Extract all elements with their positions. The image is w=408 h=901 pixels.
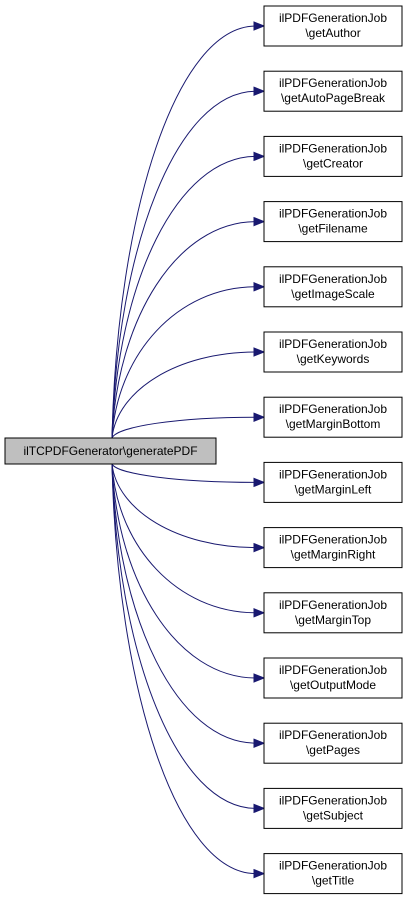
call-edge xyxy=(111,25,257,439)
arrowhead-icon xyxy=(253,347,266,357)
call-edge xyxy=(111,221,257,439)
arrowhead-icon xyxy=(253,868,266,879)
call-edge xyxy=(111,155,257,439)
arrowhead-icon xyxy=(253,673,266,683)
nodes: ilTCPDFGenerator\generatePDF ilPDFGenera… xyxy=(4,5,403,895)
target-node[interactable]: ilPDFGenerationJob\getImageScale xyxy=(263,266,403,308)
arrowhead-icon xyxy=(253,21,266,31)
target-node-class: ilPDFGenerationJob xyxy=(279,793,387,807)
target-node[interactable]: ilPDFGenerationJob\getCreator xyxy=(263,135,403,177)
target-node[interactable]: ilPDFGenerationJob\getKeywords xyxy=(263,331,403,373)
target-node-method: \getMarginRight xyxy=(291,548,376,562)
target-node-class: ilPDFGenerationJob xyxy=(279,663,387,677)
target-node-method: \getFilename xyxy=(298,222,368,236)
target-node-class: ilPDFGenerationJob xyxy=(279,272,387,286)
source-node-label: ilTCPDFGenerator\generatePDF xyxy=(23,444,197,458)
arrowhead-icon xyxy=(253,151,266,162)
target-node[interactable]: ilPDFGenerationJob\getAutoPageBreak xyxy=(263,70,403,112)
target-node-method: \getAutoPageBreak xyxy=(281,91,386,105)
target-node-method: \getCreator xyxy=(303,156,363,170)
target-node-method: \getMarginTop xyxy=(295,613,371,627)
target-node-class: ilPDFGenerationJob xyxy=(279,141,387,155)
edges xyxy=(111,21,266,879)
arrowhead-icon xyxy=(253,608,266,618)
target-node-method: \getMarginBottom xyxy=(286,417,381,431)
target-node-method: \getTitle xyxy=(312,874,355,888)
target-node[interactable]: ilPDFGenerationJob\getMarginRight xyxy=(263,527,403,569)
call-edge xyxy=(111,416,257,439)
target-node-method: \getMarginLeft xyxy=(295,482,372,496)
arrowhead-icon xyxy=(253,412,266,422)
call-edge xyxy=(111,463,257,614)
target-node[interactable]: ilPDFGenerationJob\getMarginBottom xyxy=(263,396,403,438)
arrowhead-icon xyxy=(253,86,266,96)
arrowhead-icon xyxy=(253,282,266,292)
call-edge xyxy=(111,463,257,549)
target-node-method: \getSubject xyxy=(303,808,364,822)
target-node-method: \getKeywords xyxy=(297,352,370,366)
arrowhead-icon xyxy=(253,477,266,488)
target-node-class: ilPDFGenerationJob xyxy=(279,76,387,90)
target-node-class: ilPDFGenerationJob xyxy=(279,728,387,742)
target-node[interactable]: ilPDFGenerationJob\getAuthor xyxy=(263,5,403,47)
target-node[interactable]: ilPDFGenerationJob\getFilename xyxy=(263,201,403,243)
target-node[interactable]: ilPDFGenerationJob\getTitle xyxy=(263,853,403,895)
source-node[interactable]: ilTCPDFGenerator\generatePDF xyxy=(4,437,217,465)
target-node-method: \getAuthor xyxy=(305,26,360,40)
target-node-class: ilPDFGenerationJob xyxy=(279,402,387,416)
target-node[interactable]: ilPDFGenerationJob\getSubject xyxy=(263,787,403,829)
call-edge xyxy=(111,463,257,809)
target-node-method: \getOutputMode xyxy=(290,678,376,692)
target-node-class: ilPDFGenerationJob xyxy=(279,337,387,351)
call-edge xyxy=(111,463,257,679)
call-edge xyxy=(111,351,257,439)
target-node-method: \getPages xyxy=(306,743,360,757)
target-node-class: ilPDFGenerationJob xyxy=(279,207,387,221)
target-node[interactable]: ilPDFGenerationJob\getMarginLeft xyxy=(263,461,403,503)
arrowhead-icon xyxy=(253,542,266,553)
target-node-class: ilPDFGenerationJob xyxy=(279,533,387,547)
target-node[interactable]: ilPDFGenerationJob\getMarginTop xyxy=(263,592,403,634)
target-node-method: \getImageScale xyxy=(291,287,375,301)
target-node-class: ilPDFGenerationJob xyxy=(279,598,387,612)
target-node-class: ilPDFGenerationJob xyxy=(279,467,387,481)
target-node[interactable]: ilPDFGenerationJob\getOutputMode xyxy=(263,657,403,699)
arrowhead-icon xyxy=(253,216,266,227)
call-edge xyxy=(111,463,257,483)
arrowhead-icon xyxy=(253,738,266,748)
call-edge xyxy=(111,463,257,875)
call-edge xyxy=(111,463,257,744)
call-edge xyxy=(111,286,257,439)
call-edge xyxy=(111,90,257,439)
target-node-class: ilPDFGenerationJob xyxy=(279,859,387,873)
target-node[interactable]: ilPDFGenerationJob\getPages xyxy=(263,722,403,764)
target-node-class: ilPDFGenerationJob xyxy=(279,11,387,25)
arrowhead-icon xyxy=(253,803,266,814)
